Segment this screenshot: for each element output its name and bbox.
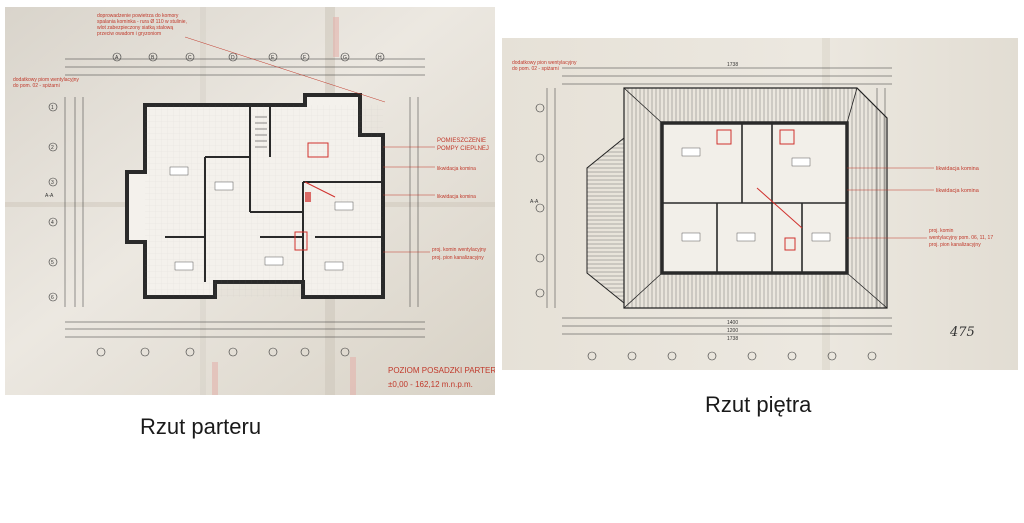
axis-label-5: 5: [51, 260, 54, 266]
note-chimney-removal: likwidacja komina: [437, 166, 476, 172]
axis-label-g: G: [343, 55, 347, 61]
dim-top: 1738: [727, 62, 738, 68]
ground-floor-plan-photo: doprowadzenie powietrza do komory spalan…: [5, 7, 495, 395]
note-sewer-pipe-upper: proj. pion kanalizacyjny: [929, 242, 981, 248]
axis-label-3: 3: [51, 180, 54, 186]
axis-label-a: A: [115, 55, 119, 61]
axis-label-e: E: [271, 55, 275, 61]
dim-inner-1: 1400: [727, 320, 738, 326]
note-vent-rooms: wentylacyjny pom. 06, 11, 17: [929, 235, 993, 241]
note-extra-vent-upper-2: do pom. 02 - spiżarni: [512, 66, 559, 72]
axis-label-f: F: [303, 55, 306, 61]
note-air-supply-4: przeciw owadom i gryzoniom: [97, 31, 161, 37]
note-vent-chimney-upper: proj. komin: [929, 228, 954, 234]
ground-floor-walls: [125, 93, 385, 299]
dim-inner-2: 1200: [727, 328, 738, 334]
note-extra-vent-upper: dodatkowy pion wentylacyjny: [512, 60, 577, 66]
note-sewer-pipe: proj. pion kanalizacyjny: [432, 255, 484, 261]
first-floor-plan-photo: dodatkowy pion wentylacyjny do pom. 02 -…: [502, 38, 1018, 370]
caption-first-floor: Rzut piętra: [705, 392, 812, 417]
note-vent-chimney: proj. komin wentylacyjny: [432, 247, 487, 253]
note-air-supply-3: wlot zabezpieczony siatką stalową: [97, 25, 173, 31]
axis-label-4: 4: [51, 220, 54, 226]
note-chimney-removal-2: likwidacja komina: [437, 194, 476, 200]
axis-label-b: B: [151, 55, 155, 61]
handwritten-number: 475: [949, 325, 975, 340]
caption-ground-floor: Rzut parteru: [140, 414, 262, 439]
axis-label-h: H: [378, 55, 382, 61]
section-label-upper: A-A: [530, 199, 539, 205]
label-heat-pump-room: POMIESZCZENIE: [437, 138, 486, 144]
note-extra-vent: dodatkowy piom wentylacyjny: [13, 77, 79, 83]
note-extra-vent-2: do pom. 02 - spiżarni: [13, 83, 60, 89]
note-chimney-removal-upper: likwidacja komina: [936, 166, 980, 172]
roof-outline: [586, 87, 888, 309]
axis-label-6: 6: [51, 295, 54, 301]
axis-label-2: 2: [51, 145, 54, 151]
note-air-supply: doprowadzenie powietrza do komory: [97, 13, 179, 19]
dim-bottom: 1738: [727, 336, 738, 342]
floor-level-value: ±0,00 - 162,12 m.n.p.m.: [388, 380, 473, 389]
note-chimney-removal-upper-2: likwidacja komina: [936, 188, 980, 194]
note-air-supply-2: spalania kominka - rura Ø 110 w stulinie…: [97, 19, 187, 25]
axis-label-1: 1: [51, 105, 54, 111]
section-label: A-A: [45, 193, 54, 199]
floor-level-label: POZIOM POSADZKI PARTERU: [388, 366, 495, 375]
axis-label-c: C: [188, 55, 192, 61]
label-heat-pump-room-2: POMPY CIEPLNEJ: [437, 146, 489, 152]
axis-label-d: D: [231, 55, 235, 61]
